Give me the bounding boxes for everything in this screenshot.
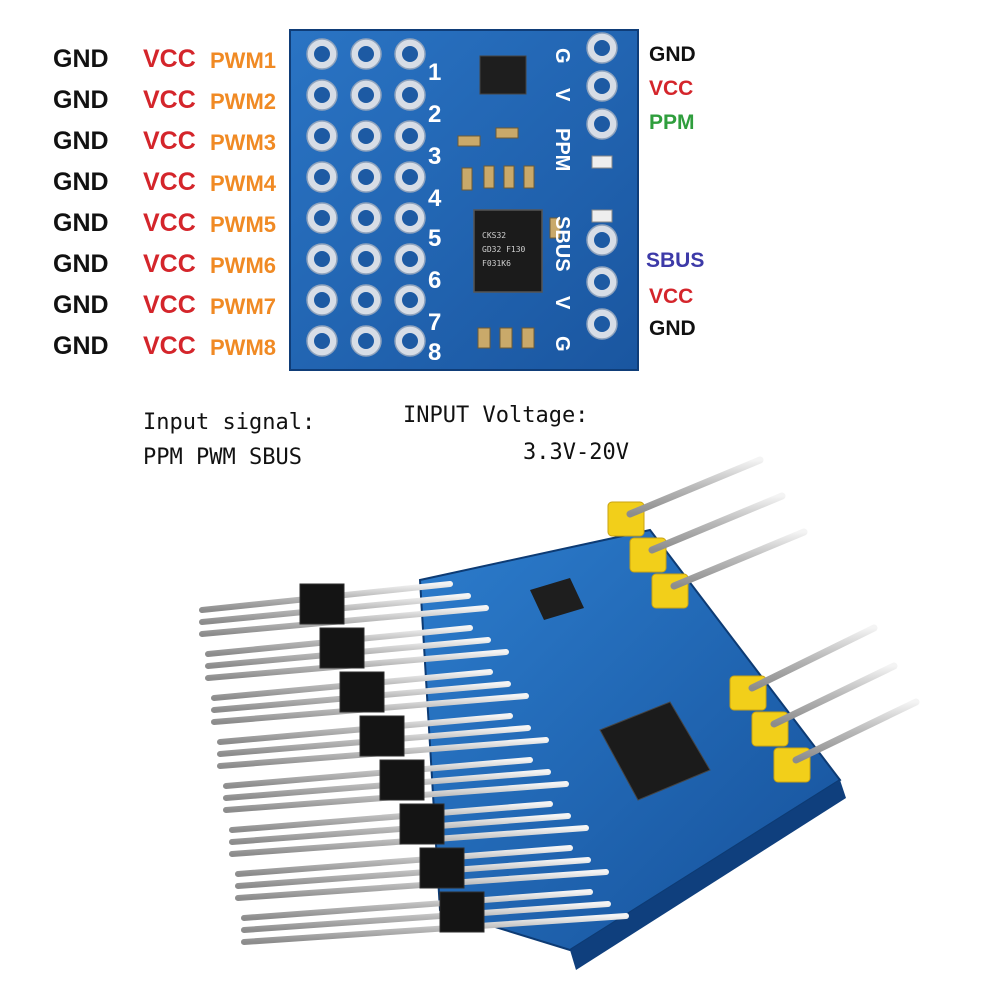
- pwm-label-6: PWM6: [210, 253, 276, 278]
- pin-header-3d: [235, 845, 609, 901]
- pwm-label-3: PWM3: [210, 130, 276, 155]
- pin-hole: [306, 161, 338, 193]
- silk-num-7: 7: [428, 309, 441, 336]
- sbus-gnd-label: GND: [649, 317, 696, 340]
- silk-ppm-g: G: [551, 48, 573, 64]
- silk-num-6: 6: [428, 267, 441, 294]
- vcc-label-6: VCC: [143, 250, 196, 278]
- pin-header-3d: [217, 713, 549, 769]
- chip-text-1: CKS32: [482, 231, 506, 240]
- pin-hole: [394, 284, 426, 316]
- gnd-label-3: GND: [53, 127, 109, 155]
- pin-hole: [350, 325, 382, 357]
- pin-hole: [306, 38, 338, 70]
- pcb-top-view: CKS32 GD32 F130 F031K6 1 2 3 4 5 6 7 8 G…: [289, 29, 639, 371]
- pwm-label-4: PWM4: [210, 171, 276, 196]
- pin-hole: [586, 224, 618, 256]
- pin-header-3d: [229, 801, 589, 857]
- pin-hole: [350, 120, 382, 152]
- pin-hole: [350, 202, 382, 234]
- input-voltage-title: INPUT Voltage:: [403, 403, 589, 428]
- silk-ppm-label: PPM: [551, 128, 573, 171]
- vcc-label-7: VCC: [143, 291, 196, 319]
- chip-text-3: F031K6: [482, 259, 511, 268]
- regulator-3d: [530, 578, 584, 620]
- sbus-signal-label: SBUS: [646, 249, 705, 272]
- pin-hole: [306, 202, 338, 234]
- silk-num-8: 8: [428, 339, 441, 366]
- pin-hole: [394, 38, 426, 70]
- pin-hole: [306, 325, 338, 357]
- gnd-label-5: GND: [53, 209, 109, 237]
- vcc-label-5: VCC: [143, 209, 196, 237]
- vcc-label-3: VCC: [143, 127, 196, 155]
- regulator-chip: [479, 55, 527, 95]
- gnd-label-4: GND: [53, 168, 109, 196]
- vcc-label-2: VCC: [143, 86, 196, 114]
- pin-hole: [350, 38, 382, 70]
- input-signal-title: Input signal:: [143, 410, 316, 435]
- gnd-label-7: GND: [53, 291, 109, 319]
- chip-text-2: GD32 F130: [482, 245, 526, 254]
- silk-num-2: 2: [428, 101, 441, 128]
- vcc-label-1: VCC: [143, 45, 196, 73]
- pin-hole: [394, 120, 426, 152]
- pwm-label-7: PWM7: [210, 294, 276, 319]
- pin-hole: [586, 32, 618, 64]
- silk-ppm-v: V: [551, 88, 573, 102]
- vcc-label-8: VCC: [143, 332, 196, 360]
- mcu-chip: [473, 209, 543, 293]
- pin-header-3d: [211, 669, 529, 725]
- silk-num-4: 4: [428, 185, 442, 212]
- gnd-label-1: GND: [53, 45, 109, 73]
- silk-num-1: 1: [428, 59, 441, 86]
- pin-hole: [586, 308, 618, 340]
- gnd-label-8: GND: [53, 332, 109, 360]
- vcc-label-4: VCC: [143, 168, 196, 196]
- input-voltage-value: 3.3V-20V: [523, 440, 629, 465]
- pin-hole: [394, 202, 426, 234]
- pin-hole: [306, 243, 338, 275]
- pin-header-3d: [199, 581, 489, 637]
- pin-hole: [350, 284, 382, 316]
- pin-hole: [586, 108, 618, 140]
- pin-hole: [306, 284, 338, 316]
- pwm-label-2: PWM2: [210, 89, 276, 114]
- silk-sbus-g: G: [551, 336, 573, 352]
- pcb-3d-view: [199, 456, 920, 970]
- ppm-signal-label: PPM: [649, 111, 695, 134]
- pin-hole: [350, 79, 382, 111]
- pin-hole: [394, 161, 426, 193]
- silk-sbus-v: V: [551, 296, 573, 310]
- pin-hole: [586, 70, 618, 102]
- sbus-vcc-label: VCC: [649, 285, 694, 308]
- pin-hole: [394, 79, 426, 111]
- pin-hole: [306, 79, 338, 111]
- gnd-label-6: GND: [53, 250, 109, 278]
- pin-hole: [306, 120, 338, 152]
- mcu-chip-3d: [599, 701, 711, 801]
- silk-num-5: 5: [428, 225, 441, 252]
- pin-header-3d: [205, 625, 509, 681]
- pin-hole: [350, 161, 382, 193]
- pin-hole: [350, 243, 382, 275]
- pin-hole: [394, 243, 426, 275]
- input-signal-value: PPM PWM SBUS: [143, 445, 302, 470]
- pwm-label-8: PWM8: [210, 335, 276, 360]
- ppm-vcc-label: VCC: [649, 77, 694, 100]
- gnd-label-2: GND: [53, 86, 109, 114]
- pin-hole: [394, 325, 426, 357]
- pin-hole: [586, 266, 618, 298]
- pin-header-3d: [223, 757, 569, 813]
- pwm-label-1: PWM1: [210, 48, 276, 73]
- ppm-gnd-label: GND: [649, 43, 696, 66]
- pwm-label-5: PWM5: [210, 212, 276, 237]
- pin-header-3d: [241, 889, 629, 945]
- silk-num-3: 3: [428, 143, 441, 170]
- silk-sbus-label: SBUS: [551, 216, 573, 272]
